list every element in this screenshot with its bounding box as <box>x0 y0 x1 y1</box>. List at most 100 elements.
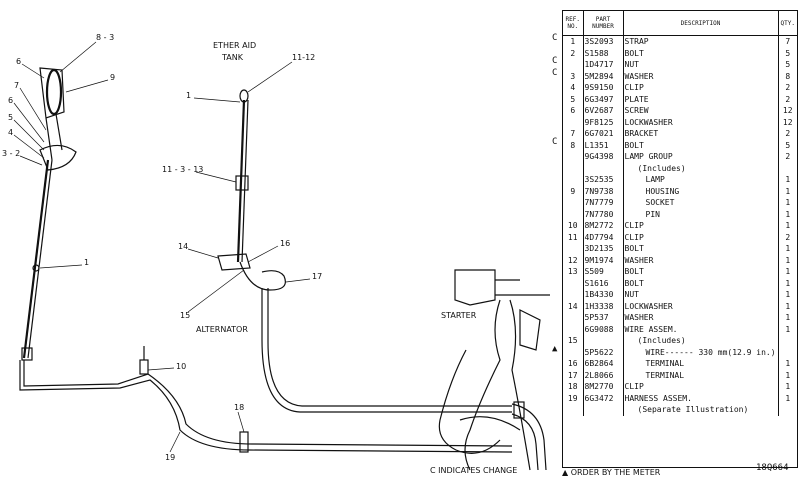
part-number-cell: 6G7021 <box>583 128 624 140</box>
table-header-row: REF. NO. PART NUMBER DESCRIPTION QTY. <box>563 11 797 36</box>
qty-cell: 1 <box>785 255 791 265</box>
ref-cell: 13 <box>563 266 584 278</box>
qty-cell: 1 <box>785 313 791 322</box>
description-cell: CLIP <box>623 220 779 232</box>
qty-cell: 5 <box>785 48 791 58</box>
header-part-number: PART NUMBER <box>583 11 624 36</box>
qty-cell: 1 <box>785 324 791 334</box>
description-cell: BOLT <box>623 139 779 151</box>
part-number-cell <box>583 335 624 347</box>
description-cell: (Separate Illustration) <box>623 404 779 416</box>
description-cell: BRACKET <box>623 128 779 140</box>
part-number-cell: 1H3338 <box>583 300 624 312</box>
qty-cell: 1 <box>785 359 791 368</box>
ref-cell: 18 <box>563 381 584 393</box>
qty-cell: 1 <box>785 382 791 391</box>
table-row: (Includes) <box>563 162 797 174</box>
part-number-cell: 6G3472 <box>583 392 624 404</box>
callout-1b: 1 <box>186 91 191 100</box>
qty-cell: 1 <box>785 221 791 230</box>
part-number-cell: 9M1974 <box>583 254 624 266</box>
ref-cell <box>563 323 584 335</box>
callout-17: 17 <box>312 272 322 281</box>
ref-cell <box>563 59 584 71</box>
ref-cell <box>563 208 584 220</box>
part-number-cell: 6G9088 <box>583 323 624 335</box>
change-mark: ▲ <box>552 343 558 354</box>
qty-cell: 12 <box>782 117 793 127</box>
ref-cell: 3 <box>563 70 584 82</box>
change-mark: C <box>552 56 558 66</box>
ref-cell <box>563 162 584 174</box>
qty-cell: 2 <box>785 129 791 138</box>
description-cell: WIRE------ 330 mm(12.9 in.) <box>623 346 779 358</box>
qty-cell: 2 <box>785 152 791 161</box>
callout-16: 16 <box>280 239 290 248</box>
ref-cell: 7 <box>563 128 584 140</box>
part-number-cell: 5P537 <box>583 312 624 324</box>
qty-cell: 1 <box>785 175 791 184</box>
header-qty: QTY. <box>778 11 797 36</box>
change-mark: C <box>552 33 558 43</box>
description-cell: TERMINAL <box>623 369 779 381</box>
ref-cell: 10 <box>563 220 584 232</box>
ref-cell: 1 <box>563 35 584 48</box>
illustration-number: 18Q664 <box>756 463 789 473</box>
description-cell: (Includes) <box>623 162 779 174</box>
callout-1a: 1 <box>84 258 89 267</box>
part-number-cell: 6V2687 <box>583 105 624 117</box>
description-cell: PLATE <box>623 93 779 105</box>
table-row: (Separate Illustration) <box>563 404 797 416</box>
alternator-wiring <box>261 288 547 471</box>
part-number-cell: 7N7780 <box>583 208 624 220</box>
description-cell: SCREW <box>623 105 779 117</box>
ref-cell <box>563 312 584 324</box>
alternator-label: ALTERNATOR <box>196 325 248 334</box>
description-cell: TERMINAL <box>623 358 779 370</box>
part-number-cell: 5P5622 <box>583 346 624 358</box>
callout-19: 19 <box>165 453 175 462</box>
part-number-cell: 3S2535 <box>583 174 624 186</box>
part-number-cell: 8M2770 <box>583 381 624 393</box>
qty-cell: 1 <box>785 278 791 288</box>
qty-cell: 2 <box>785 94 791 104</box>
ref-cell <box>563 174 584 186</box>
callout-11-12: 11-12 <box>292 53 315 62</box>
header-ref-no: REF. NO. <box>563 11 584 36</box>
description-cell: PIN <box>623 208 779 220</box>
ref-cell: 11 <box>563 231 584 243</box>
change-indicator-note: C INDICATES CHANGE <box>430 466 518 475</box>
qty-cell: 2 <box>785 232 791 242</box>
callout-15: 15 <box>180 311 190 320</box>
left-lamp-mast <box>21 67 77 361</box>
qty-cell: 5 <box>785 60 791 69</box>
change-mark: C <box>552 67 558 78</box>
part-number-cell: 1D4717 <box>583 59 624 71</box>
description-cell: BOLT <box>623 47 779 59</box>
part-number-cell: 3D2135 <box>583 243 624 255</box>
ether-aid-mast <box>217 89 286 291</box>
part-number-cell: 5M2894 <box>583 70 624 82</box>
ref-cell <box>563 197 584 209</box>
callout-7: 7 <box>14 81 19 90</box>
description-cell: LAMP GROUP <box>623 151 779 163</box>
callout-8-3: 8 - 3 <box>96 33 114 42</box>
